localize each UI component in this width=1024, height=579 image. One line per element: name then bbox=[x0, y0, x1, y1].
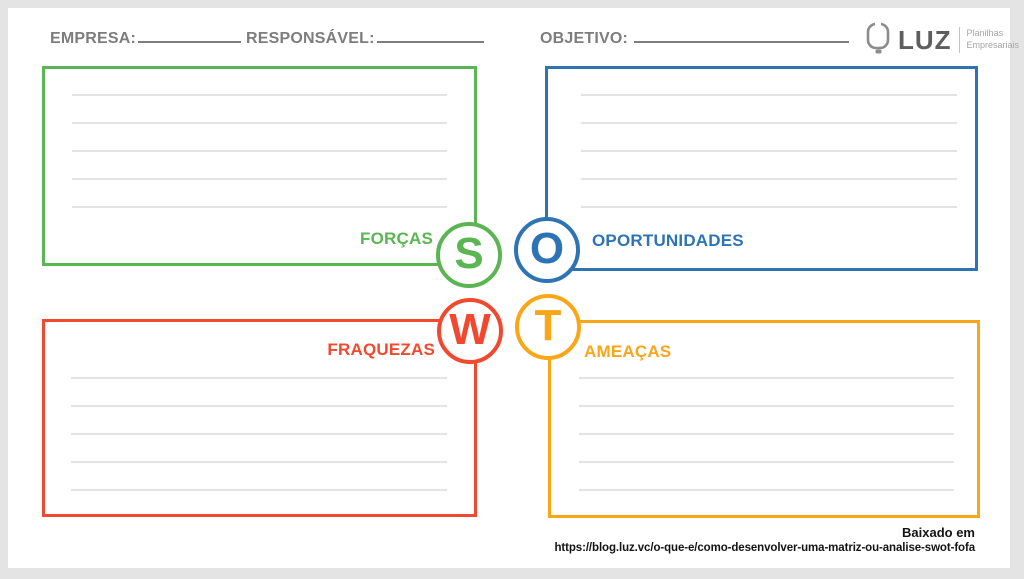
writing-line bbox=[581, 94, 957, 96]
logo-divider bbox=[958, 27, 960, 53]
writing-line bbox=[581, 178, 957, 180]
logo-tagline-line2: Empresariais bbox=[966, 40, 1020, 50]
logo-brand-text: LUZ bbox=[898, 25, 952, 55]
objetivo-field: OBJETIVO: bbox=[540, 28, 850, 48]
writing-line bbox=[581, 150, 957, 152]
writing-line bbox=[72, 94, 447, 96]
writing-line bbox=[579, 461, 954, 463]
objetivo-fill-line[interactable] bbox=[634, 28, 850, 43]
source-url-link[interactable]: https://blog.luz.vc/o-que-e/como-desenvo… bbox=[554, 542, 976, 554]
writing-line bbox=[579, 433, 954, 435]
weaknesses-label: FRAQUEZAS bbox=[327, 340, 435, 359]
weaknesses-letter-badge: W bbox=[437, 298, 503, 364]
empresa-label: EMPRESA: bbox=[50, 30, 137, 47]
lightbulb-icon bbox=[866, 21, 891, 59]
weaknesses-writing-lines[interactable] bbox=[71, 377, 447, 517]
weaknesses-box[interactable] bbox=[42, 319, 477, 517]
threats-letter-badge: T bbox=[515, 294, 581, 360]
writing-line bbox=[72, 150, 447, 152]
responsavel-label: RESPONSÁVEL: bbox=[246, 30, 375, 47]
writing-line bbox=[72, 122, 447, 124]
responsavel-field: RESPONSÁVEL: bbox=[246, 28, 484, 48]
footer: Baixado em https://blog.luz.vc/o-que-e/c… bbox=[555, 524, 976, 556]
strengths-box[interactable] bbox=[42, 66, 477, 266]
writing-line bbox=[581, 122, 957, 124]
writing-line bbox=[581, 206, 957, 208]
empresa-fill-line[interactable] bbox=[138, 28, 242, 43]
opportunities-writing-lines[interactable] bbox=[581, 94, 957, 234]
writing-line bbox=[72, 178, 447, 180]
downloaded-from-label: Baixado em bbox=[902, 525, 975, 540]
luz-logo: LUZ Planilhas Empresariais bbox=[866, 21, 1019, 59]
responsavel-fill-line[interactable] bbox=[376, 28, 484, 43]
strengths-letter-badge: S bbox=[436, 222, 502, 288]
objetivo-label: OBJETIVO: bbox=[540, 30, 629, 47]
writing-line bbox=[71, 461, 447, 463]
opportunities-box[interactable] bbox=[545, 66, 978, 271]
writing-line bbox=[579, 377, 954, 379]
threats-label: AMEAÇAS bbox=[584, 342, 672, 361]
writing-line bbox=[71, 433, 447, 435]
writing-line bbox=[71, 405, 447, 407]
threats-writing-lines[interactable] bbox=[579, 377, 954, 517]
threats-box[interactable] bbox=[548, 320, 980, 518]
opportunities-label: OPORTUNIDADES bbox=[592, 231, 744, 250]
writing-line bbox=[71, 489, 447, 491]
writing-line bbox=[72, 206, 447, 208]
empresa-field: EMPRESA: bbox=[50, 28, 242, 48]
writing-line bbox=[579, 405, 954, 407]
logo-tagline: Planilhas Empresariais bbox=[967, 28, 1020, 51]
writing-line bbox=[579, 489, 954, 491]
logo-tagline-line1: Planilhas bbox=[966, 28, 1004, 39]
strengths-writing-lines[interactable] bbox=[72, 94, 447, 234]
strengths-label: FORÇAS bbox=[360, 229, 433, 248]
writing-line bbox=[71, 377, 447, 379]
opportunities-letter-badge: O bbox=[514, 217, 580, 283]
